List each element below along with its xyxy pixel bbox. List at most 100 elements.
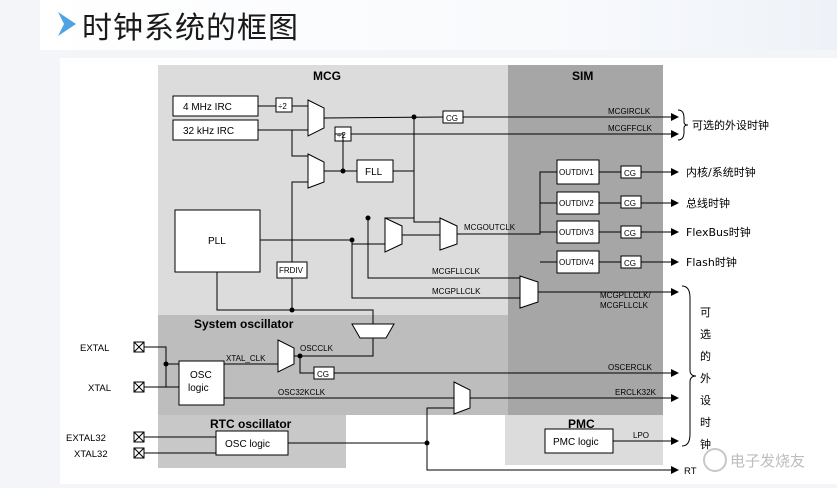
pll-label: PLL: [208, 236, 226, 247]
outdiv1-label: OUTDIV1: [559, 168, 594, 177]
fll-mux: [307, 153, 325, 189]
signal-mcgpllclk: MCGPLLCLK: [432, 287, 481, 296]
output-bus: 总线时钟: [686, 196, 730, 210]
signal-mcgfllclk: MCGFLLCLK: [432, 267, 481, 276]
outdiv1-box: [556, 159, 600, 185]
pll-box: [174, 209, 261, 273]
arrow-bullet-icon: [58, 12, 76, 36]
signal-mcgffclk: MCGFFCLK: [608, 124, 653, 133]
div2-box-a: [275, 97, 293, 113]
output-flexbus: FlexBus时钟: [686, 225, 751, 239]
junction-dot: [365, 215, 371, 221]
pll-fll-sel-mux: [519, 275, 539, 309]
wire-irc-to-mcgout: [413, 117, 440, 223]
wire-mcgfllclk: [367, 218, 520, 279]
wire-mcgpllclk: [351, 240, 520, 299]
fll-pll-mux: [384, 217, 403, 253]
rtc-osc-logic-label: OSC logic: [225, 439, 270, 450]
erclk32k-mux: [453, 381, 471, 415]
osc-logic-box: [178, 360, 225, 406]
mcgout-mux: [439, 217, 458, 251]
output-optional-2-char-3: 外: [700, 372, 711, 385]
signal-lpo: LPO: [633, 431, 649, 440]
watermark-text: 电子发烧友: [730, 452, 805, 470]
irc-mux: [307, 99, 325, 137]
outdiv3-label: OUTDIV3: [559, 228, 594, 237]
output-optional-2-char-0: 可: [700, 306, 711, 319]
output-optional-1: 可选的外设时钟: [692, 118, 769, 132]
output-optional-2-char-2: 的: [700, 349, 711, 363]
junction-dot: [340, 168, 346, 174]
clock-diagram-svg: MCG SIM System oscillator RTC oscillator…: [66, 65, 805, 477]
wire-oscerclk: [299, 356, 678, 373]
signal-oscerclk: OSCERCLK: [608, 363, 653, 372]
pin-extal32-label: EXTAL32: [66, 433, 106, 444]
output-rtc: RT: [684, 466, 697, 477]
outdiv4-label: OUTDIV4: [559, 258, 594, 267]
signal-erclk32k: ERCLK32K: [615, 388, 657, 397]
output-optional-2-char-1: 选: [700, 328, 711, 341]
signal-osc32kclk: OSC32KCLK: [278, 388, 326, 397]
cg-label-irclk: CG: [446, 114, 458, 123]
junction-dot: [349, 237, 355, 243]
mcg-label: MCG: [313, 69, 341, 83]
div2-label-b: ÷2: [337, 131, 346, 140]
irc-32khz-label: 32 kHz IRC: [183, 126, 234, 137]
signal-xtal-clk: XTAL_CLK: [226, 354, 266, 363]
pin-xtal32-label: XTAL32: [74, 449, 108, 460]
bracket-side: [681, 285, 697, 447]
wire-outdiv-to-cg: [599, 171, 621, 263]
wire-frdiv-to-fll-mux: [291, 181, 308, 262]
oscclk-mux: [277, 339, 295, 373]
cg-box-2: [620, 195, 642, 209]
watermark-logo-icon: [703, 448, 727, 472]
irc-4mhz-label: 4 MHz IRC: [183, 102, 232, 113]
pin-xtal: [133, 381, 145, 393]
pin-extal-label: EXTAL: [80, 343, 109, 354]
output-optional-2-char-5: 时: [700, 416, 711, 429]
system-osc-label: System oscillator: [194, 317, 294, 331]
rtc-osc-logic-box: [215, 430, 289, 456]
slide-title: 时钟系统的框图: [82, 11, 299, 46]
output-optional-2-char-4: 设: [700, 394, 711, 407]
bracket-top: [677, 109, 689, 141]
signal-mcgoutclk: MCGOUTCLK: [464, 223, 516, 232]
signal-mcgpll-fll-1: MCGPLLCLK/: [600, 291, 651, 300]
pin-xtal-label: XTAL: [88, 383, 111, 394]
clock-diagram: MCG SIM System oscillator RTC oscillator…: [60, 58, 837, 484]
frdiv-label: FRDIV: [279, 266, 304, 275]
div2-label-a: ÷2: [278, 102, 287, 111]
signal-oscclk: OSCCLK: [300, 344, 334, 353]
cg-label-1: CG: [624, 169, 636, 178]
output-flash: Flash时钟: [686, 255, 737, 269]
pmc-label: PMC: [568, 417, 595, 431]
junction-dot: [289, 307, 295, 313]
junction-dot: [297, 353, 303, 359]
outdiv2-label: OUTDIV2: [559, 199, 594, 208]
wire-mcgirclk: [323, 117, 678, 118]
junction-dot: [163, 361, 169, 367]
pin-extal: [133, 341, 145, 353]
cg-label-4: CG: [624, 259, 636, 268]
rtc-osc-label: RTC oscillator: [210, 417, 292, 431]
junction-dot: [424, 440, 430, 446]
wire-mcgoutclk: [457, 171, 557, 263]
wire-rtc-to-erclk: [288, 407, 454, 444]
wire-oscclk: [294, 338, 374, 357]
wire-fll-to-div2: [335, 133, 344, 171]
cg-label-3: CG: [624, 229, 636, 238]
osc-logic-label-2: logic: [188, 383, 209, 394]
pin-xtal32: [133, 447, 145, 459]
sim-label: SIM: [572, 69, 593, 83]
signal-mcgirclk: MCGIRCLK: [608, 107, 651, 116]
output-optional-2-char-6: 钟: [700, 437, 711, 451]
wire-rtc-out: [426, 443, 679, 474]
pmc-logic-box: [544, 428, 614, 454]
title-bar: [40, 0, 837, 50]
junction-dot: [411, 114, 417, 120]
output-core: 内核/系统时钟: [686, 165, 756, 179]
osc-logic-label-1: OSC: [190, 370, 212, 381]
signal-mcgpll-fll-2: MCGFLLCLK: [600, 301, 649, 310]
fll-label: FLL: [365, 167, 383, 178]
cg-label-osc: CG: [317, 370, 329, 379]
